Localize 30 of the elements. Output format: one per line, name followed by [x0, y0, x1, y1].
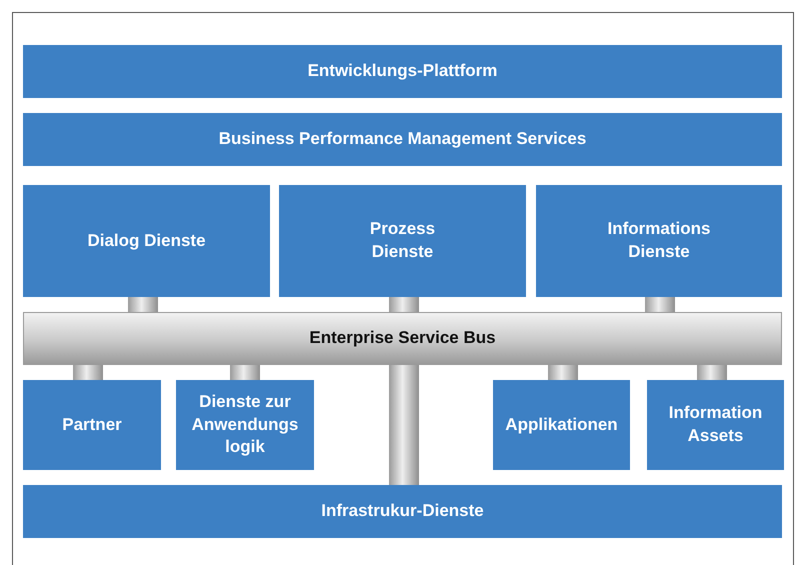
box-label: Partner [61, 414, 123, 436]
connector-pillar [697, 365, 727, 380]
service-box [23, 45, 782, 98]
service-box [536, 185, 782, 297]
box-label: Applikationen [504, 414, 619, 436]
bus-bar [23, 312, 782, 365]
service-box [23, 485, 782, 538]
box-label: Business Performance Management Services [218, 128, 588, 150]
box-label: Infrastrukur-Dienste [320, 500, 485, 522]
service-box [176, 380, 314, 470]
box-label: Entwicklungs-Plattform [306, 60, 498, 82]
service-box [23, 185, 270, 297]
service-box [23, 113, 782, 166]
service-box [279, 185, 526, 297]
connector-pillar [128, 297, 158, 312]
connector-pillar [230, 365, 260, 380]
connector-pillar [73, 365, 103, 380]
box-label: Information Assets [668, 402, 764, 447]
connector-pillar [548, 365, 578, 380]
service-box [647, 380, 784, 470]
connector-pillar [389, 297, 419, 312]
box-label: Dialog Dienste [86, 230, 207, 252]
connector-pillar [645, 297, 675, 312]
connector-pillar [389, 365, 419, 485]
box-label: Enterprise Service Bus [308, 327, 497, 350]
box-label: Dienste zur Anwendungs logik [190, 390, 300, 458]
service-box [23, 380, 161, 470]
service-box [493, 380, 630, 470]
box-label: Prozess Dienste [368, 218, 436, 263]
box-label: Informations Dienste [606, 218, 712, 263]
